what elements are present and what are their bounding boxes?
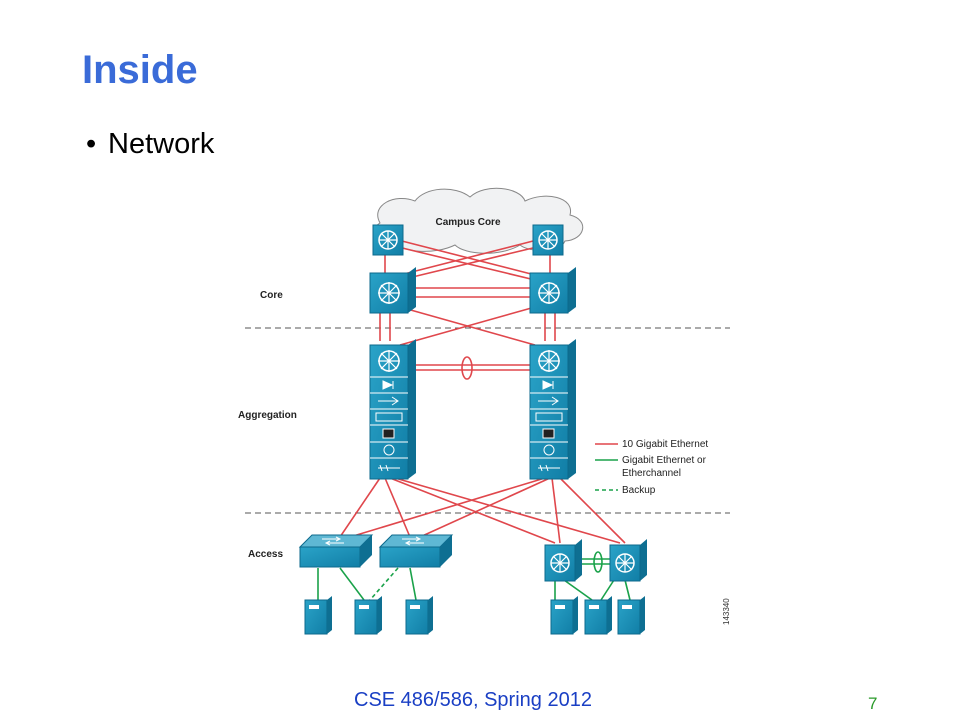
campus-core-switch-right: [532, 224, 564, 256]
access-switch-2: [378, 534, 454, 568]
backup-link: [369, 567, 399, 601]
server-1: [304, 596, 332, 635]
layer-label-aggregation: Aggregation: [238, 410, 297, 421]
legend-label-backup: Backup: [622, 485, 656, 496]
cloud-label: Campus Core: [435, 217, 500, 228]
access-switch-4: [609, 539, 647, 582]
server-3: [405, 596, 433, 635]
bullet-dot: •: [86, 128, 97, 160]
aggregation-switch-left: [369, 339, 416, 480]
bullet-text: Network: [108, 128, 215, 160]
gigabit-links: [317, 551, 631, 601]
bullet-item: • Network: [86, 128, 214, 161]
server-5: [584, 596, 612, 635]
campus-core-switch-left: [372, 224, 404, 256]
slide-footer: CSE 486/586, Spring 2012: [354, 689, 592, 711]
layer-label-core: Core: [260, 290, 283, 301]
figure-id: 143340: [722, 598, 731, 625]
aggregation-switch-right: [529, 339, 576, 480]
legend: 10 Gigabit Ethernet Gigabit Ethernet or …: [595, 439, 708, 496]
page-number: 7: [868, 694, 878, 713]
slide-title: Inside: [82, 48, 198, 92]
network-diagram: Campus Core Core Aggregation Access: [238, 187, 731, 635]
core-switch-right: [529, 267, 576, 314]
layer-label-access: Access: [248, 549, 283, 560]
legend-label-gigabit: Gigabit Ethernet or: [622, 455, 707, 466]
server-4: [550, 596, 578, 635]
campus-core-cloud: [373, 187, 583, 254]
legend-label-etherchannel: Etherchannel: [622, 468, 681, 479]
server-6: [617, 596, 645, 635]
legend-label-10gig: 10 Gigabit Ethernet: [622, 439, 708, 450]
access-switch-1: [298, 534, 374, 568]
server-2: [354, 596, 382, 635]
access-switch-3: [544, 539, 582, 582]
core-switch-left: [369, 267, 416, 314]
